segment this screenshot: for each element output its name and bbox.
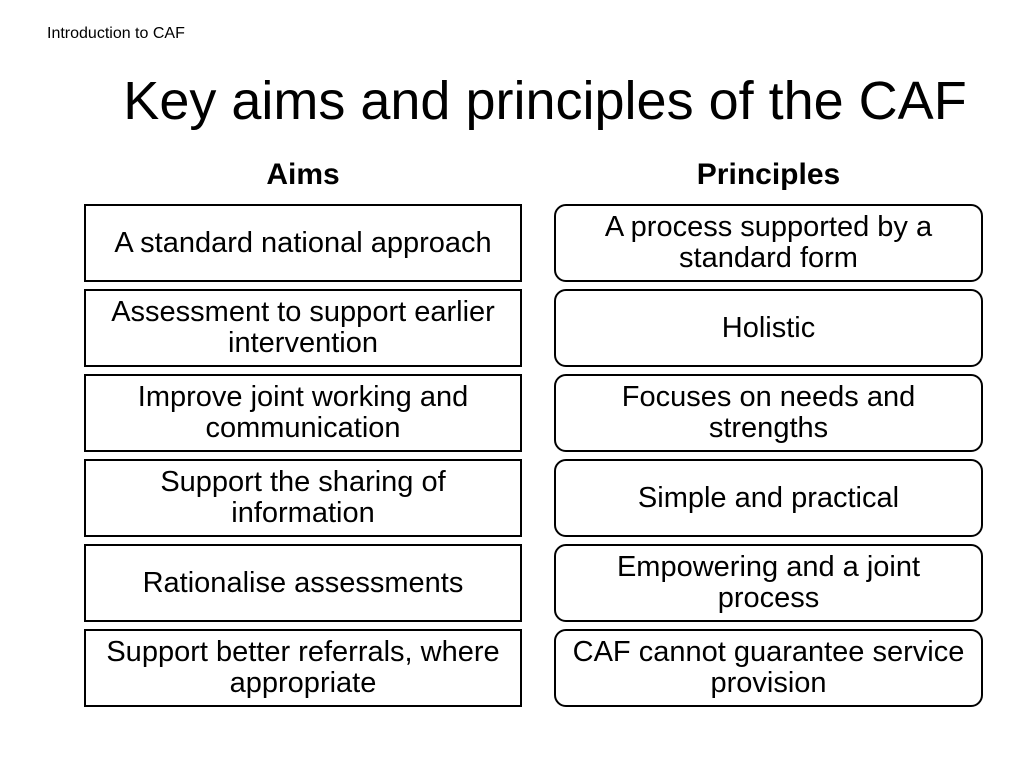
principle-box: A process supported by a standard form: [554, 204, 983, 282]
aim-box: Support better referrals, where appropri…: [84, 629, 522, 707]
aim-box: Improve joint working and communication: [84, 374, 522, 452]
aims-heading: Aims: [266, 158, 340, 191]
principles-list: A process supported by a standard form H…: [554, 204, 983, 714]
principle-box: Simple and practical: [554, 459, 983, 537]
aims-list: A standard national approach Assessment …: [84, 204, 522, 714]
principle-box: CAF cannot guarantee service provision: [554, 629, 983, 707]
aim-box: Support the sharing of information: [84, 459, 522, 537]
principles-heading: Principles: [696, 158, 841, 191]
principle-box: Focuses on needs and strengths: [554, 374, 983, 452]
slide-title: Key aims and principles of the CAF: [123, 71, 967, 131]
aim-box: Rationalise assessments: [84, 544, 522, 622]
aim-box: Assessment to support earlier interventi…: [84, 289, 522, 367]
header-label: Introduction to CAF: [47, 25, 185, 42]
principle-box: Empowering and a joint process: [554, 544, 983, 622]
aim-box: A standard national approach: [84, 204, 522, 282]
principle-box: Holistic: [554, 289, 983, 367]
